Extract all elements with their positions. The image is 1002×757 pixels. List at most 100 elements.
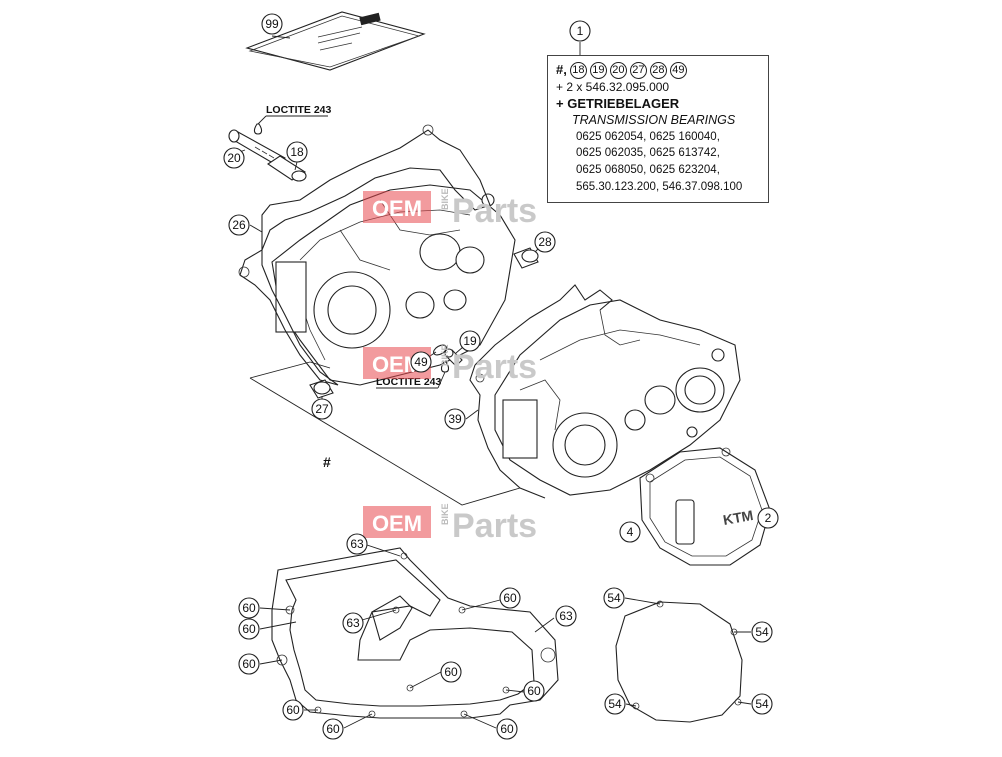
callout-39[interactable]: 39: [444, 408, 466, 430]
svg-text:60: 60: [286, 703, 300, 717]
watermark-3: OEM BIKE Parts: [363, 503, 537, 545]
callout-63-top[interactable]: 63: [346, 533, 368, 555]
bearing-part-numbers-1: 0625 062054, 0625 160040,: [576, 130, 720, 143]
svg-text:KTM: KTM: [722, 507, 755, 528]
callout-4[interactable]: 4: [619, 521, 641, 543]
callout-27[interactable]: 27: [311, 398, 333, 420]
bearings-heading-en: TRANSMISSION BEARINGS: [572, 113, 736, 128]
callout-60-center[interactable]: 60: [440, 661, 462, 683]
svg-text:60: 60: [527, 684, 541, 698]
ref-part-20[interactable]: 20: [609, 62, 627, 79]
callout-60-top[interactable]: 60: [499, 587, 521, 609]
callout-19[interactable]: 19: [459, 330, 481, 352]
callout-60-left-1[interactable]: 60: [238, 597, 260, 619]
callout-60-right[interactable]: 60: [523, 680, 545, 702]
ref-part-18[interactable]: 18: [569, 62, 587, 79]
crankcase-gasket-outline: [238, 124, 491, 386]
svg-text:1: 1: [577, 24, 584, 38]
bushing-27: [309, 379, 334, 399]
ref-part-49[interactable]: 49: [669, 62, 687, 79]
svg-text:39: 39: [448, 412, 462, 426]
extra-parts-line: + 2 x 546.32.095.000: [556, 80, 670, 94]
svg-text:BIKE: BIKE: [440, 503, 450, 525]
callout-26[interactable]: 26: [228, 214, 250, 236]
callout-63-right[interactable]: 63: [555, 605, 577, 627]
ignition-cover-gasket-54: [615, 600, 743, 723]
svg-text:60: 60: [242, 657, 256, 671]
svg-text:63: 63: [559, 609, 573, 623]
svg-text:Parts: Parts: [452, 507, 537, 545]
assembly-info-box: #, 18 19 20 27 28 49 + 2 x 546.32.095.00…: [547, 55, 769, 203]
svg-text:BIKE: BIKE: [440, 188, 450, 210]
callout-54-left-bottom[interactable]: 54: [604, 693, 626, 715]
svg-text:19: 19: [463, 334, 477, 348]
svg-text:2: 2: [765, 511, 772, 525]
svg-text:99: 99: [265, 17, 279, 31]
svg-text:OEM: OEM: [372, 511, 422, 536]
svg-text:20: 20: [227, 151, 241, 165]
svg-text:4: 4: [627, 525, 634, 539]
dowel-sleeve-18: [267, 155, 307, 182]
hash-label: #,: [556, 62, 567, 78]
right-case-gasket-outline: [469, 284, 613, 499]
bearing-part-numbers-2: 0625 062035, 0625 613742,: [576, 147, 720, 160]
svg-text:60: 60: [242, 622, 256, 636]
svg-text:28: 28: [538, 235, 552, 249]
callout-2[interactable]: 2: [757, 507, 779, 529]
ref-part-28[interactable]: 28: [649, 62, 667, 79]
svg-text:49: 49: [414, 355, 428, 369]
screw-19: [444, 348, 463, 367]
callout-28[interactable]: 28: [534, 231, 556, 253]
svg-text:OEM: OEM: [372, 196, 422, 221]
svg-text:54: 54: [607, 591, 621, 605]
svg-text:63: 63: [346, 616, 360, 630]
callout-60-left-2[interactable]: 60: [238, 618, 260, 640]
svg-text:BIKE: BIKE: [440, 344, 450, 366]
svg-text:LOCTITE 243: LOCTITE 243: [266, 104, 332, 116]
svg-text:60: 60: [444, 665, 458, 679]
svg-text:Parts: Parts: [452, 348, 537, 386]
loctite-label-upper: LOCTITE 243: [257, 104, 332, 125]
crankcase-gasket-63: [271, 547, 559, 719]
callout-54-top[interactable]: 54: [603, 587, 625, 609]
loctite-drop-upper: [253, 123, 263, 135]
ref-part-19[interactable]: 19: [589, 62, 607, 79]
ignition-cover-2: KTM: [639, 447, 771, 566]
callout-60-bottom-right[interactable]: 60: [496, 718, 518, 740]
svg-text:54: 54: [755, 697, 769, 711]
callout-60-left-3[interactable]: 60: [238, 653, 260, 675]
callout-60-bottom-mid[interactable]: 60: [322, 718, 344, 740]
callout-20[interactable]: 20: [223, 147, 245, 169]
svg-text:63: 63: [350, 537, 364, 551]
left-crankcase-half: [271, 184, 516, 386]
callout-54-right-top[interactable]: 54: [751, 621, 773, 643]
included-parts-row: #, 18 19 20 27 28 49: [556, 62, 760, 79]
ref-part-27[interactable]: 27: [629, 62, 647, 79]
right-crankcase-half: [494, 299, 741, 496]
svg-text:Parts: Parts: [452, 192, 537, 230]
svg-text:54: 54: [608, 697, 622, 711]
bearings-heading-de: + GETRIEBELAGER: [556, 95, 680, 111]
bolt-20: [228, 129, 286, 167]
callout-1[interactable]: 1: [569, 20, 591, 42]
watermark-1: OEM BIKE Parts: [363, 188, 537, 230]
svg-text:60: 60: [242, 601, 256, 615]
callout-63-middle[interactable]: 63: [342, 612, 364, 634]
callout-99[interactable]: 99: [261, 13, 283, 35]
svg-text:26: 26: [232, 218, 246, 232]
svg-text:60: 60: [500, 722, 514, 736]
svg-text:60: 60: [503, 591, 517, 605]
svg-text:60: 60: [326, 722, 340, 736]
callout-60-bottom-left[interactable]: 60: [282, 699, 304, 721]
owner-manual-booklet: [245, 11, 426, 71]
set-hash-marker: #: [323, 454, 331, 470]
callout-54-right-bottom[interactable]: 54: [751, 693, 773, 715]
callout-49[interactable]: 49: [410, 351, 432, 373]
svg-text:54: 54: [755, 625, 769, 639]
bearing-part-numbers-3: 0625 068050, 0625 623204,: [576, 163, 720, 176]
callout-18[interactable]: 18: [286, 141, 308, 163]
svg-text:27: 27: [315, 402, 329, 416]
bushing-28: [513, 247, 539, 269]
